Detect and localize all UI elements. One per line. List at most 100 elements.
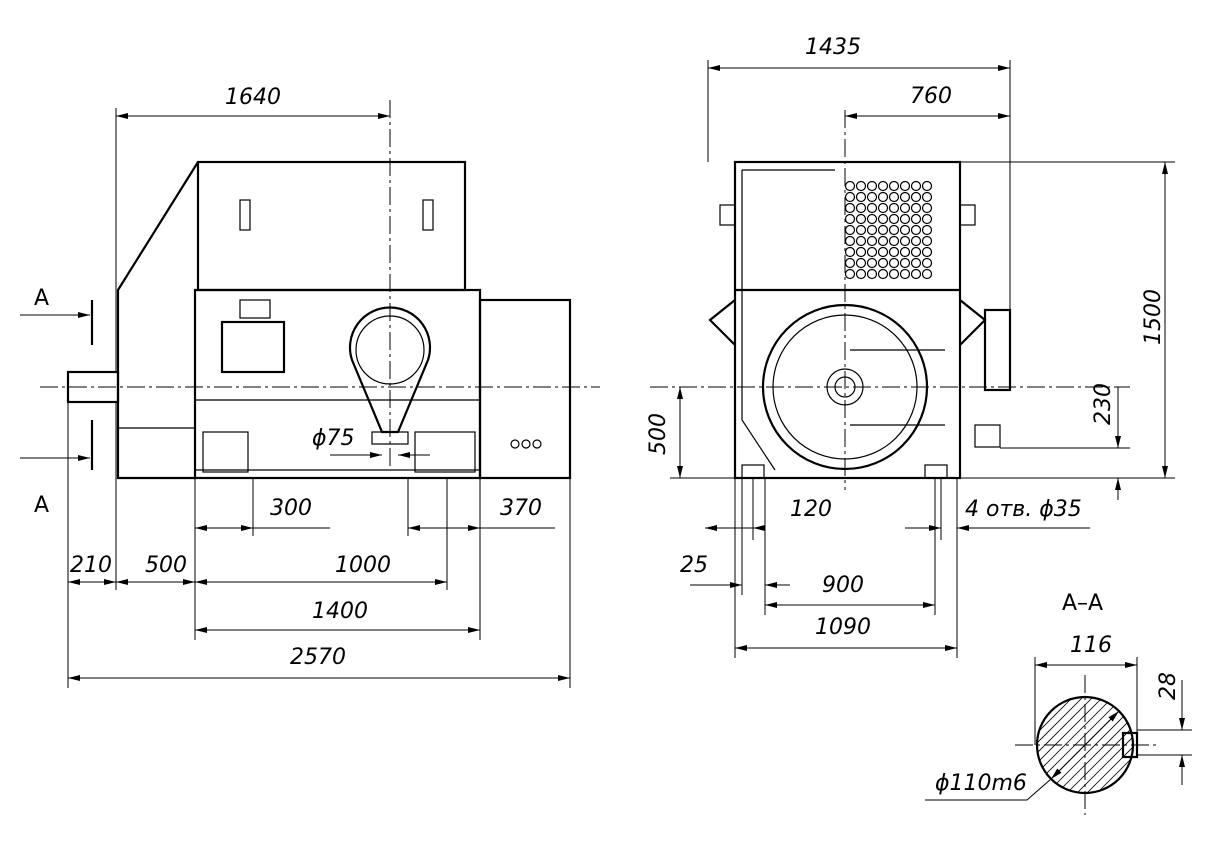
dim-210: 210 <box>70 553 112 578</box>
cooler-tube <box>855 213 867 225</box>
dim-500: 500 <box>145 553 187 578</box>
dim-370: 370 <box>500 496 542 521</box>
cooler-tube <box>866 246 878 258</box>
cooler-tube <box>844 246 856 258</box>
cooler-tube <box>899 268 911 280</box>
cooler-tube <box>888 213 900 225</box>
cooler-tube <box>877 235 889 247</box>
cooler-tube <box>855 268 867 280</box>
cooler-tube <box>888 246 900 258</box>
end-shield <box>116 161 199 480</box>
cooler-tube <box>844 180 856 192</box>
cooler-tube <box>910 235 922 247</box>
hatch-line <box>1114 697 1133 793</box>
cooler-tube <box>877 202 889 214</box>
cooler-tube <box>888 224 900 236</box>
cooler-tube <box>877 257 889 269</box>
lifting-eye <box>348 306 432 434</box>
cooler-tube <box>855 235 867 247</box>
cooler-tube <box>921 224 933 236</box>
front-view: 1435 760 1500 230 500 120 4 отв. ϕ35 25 … <box>646 35 1175 658</box>
cooler-tube <box>866 224 878 236</box>
cooler-tube <box>910 246 922 258</box>
cooler-tube <box>910 202 922 214</box>
cooler-tube <box>910 257 922 269</box>
cooler-tube <box>844 202 856 214</box>
shaft <box>66 370 120 404</box>
cooler-tube <box>866 191 878 203</box>
cooler-tube <box>888 268 900 280</box>
cooler-tube <box>910 224 922 236</box>
cooler-tube <box>844 191 856 203</box>
cooler-tube <box>866 257 878 269</box>
cooler-tube <box>921 235 933 247</box>
cooler-tube <box>910 180 922 192</box>
cooler-tube <box>855 180 867 192</box>
cooler-tube <box>899 224 911 236</box>
hatch-line <box>1037 697 1096 793</box>
cooler-tube <box>921 202 933 214</box>
cooler-tube <box>855 224 867 236</box>
dim-1435: 1435 <box>805 35 861 60</box>
cooler-tube <box>877 246 889 258</box>
cooler-tube <box>866 180 878 192</box>
fan-housing <box>196 160 467 292</box>
dim-230: 230 <box>1091 383 1116 425</box>
cooler-tube <box>888 202 900 214</box>
frame <box>733 160 962 480</box>
cooler-tube <box>866 235 878 247</box>
cooler-tube <box>855 191 867 203</box>
dim-28: 28 <box>1156 672 1181 700</box>
cooler-tube <box>866 268 878 280</box>
cooler-tube <box>844 235 856 247</box>
cooler-tube <box>877 180 889 192</box>
dim-1640: 1640 <box>225 85 281 110</box>
cooler-tube <box>855 246 867 258</box>
cooler-tube <box>877 213 889 225</box>
cooler-tube <box>899 202 911 214</box>
cooler-tube <box>844 224 856 236</box>
cooler-tube <box>921 246 933 258</box>
terminal-end <box>478 298 572 480</box>
dim-760: 760 <box>910 84 952 109</box>
cooler-tube <box>921 268 933 280</box>
dim-1090: 1090 <box>815 615 871 640</box>
cooler-tube <box>866 202 878 214</box>
dim-500-height: 500 <box>646 413 671 455</box>
dim-300: 300 <box>270 496 312 521</box>
hatch-line <box>1084 697 1133 793</box>
cooler-tube <box>877 191 889 203</box>
dim-120: 120 <box>790 497 832 522</box>
section-a-a: A–A 116 28 ϕ110m6 <box>925 591 1192 815</box>
cooler-tube <box>921 213 933 225</box>
cooler-tube <box>844 257 856 269</box>
cooler-tube <box>866 213 878 225</box>
dim-shaft-diameter: ϕ110m6 <box>935 771 1027 796</box>
cooler-tube <box>899 257 911 269</box>
cooler-tube <box>910 213 922 225</box>
cooler-tube <box>899 180 911 192</box>
dim-1000: 1000 <box>335 553 391 578</box>
cooler-tube <box>921 257 933 269</box>
hatch-line <box>1104 697 1133 793</box>
cooler-tube <box>844 213 856 225</box>
dim-25: 25 <box>680 553 708 578</box>
side-view: A A 1640 300 370 210 500 1000 1400 2570 … <box>20 85 600 688</box>
cooler-tube <box>855 202 867 214</box>
cooler-tube <box>910 268 922 280</box>
dim-1400: 1400 <box>312 599 368 624</box>
dim-holes: 4 отв. ϕ35 <box>965 497 1082 522</box>
cooler-tube <box>910 191 922 203</box>
dim-phi75: ϕ75 <box>312 426 355 451</box>
section-mark-bottom: A <box>34 493 49 518</box>
cooler-tube <box>888 235 900 247</box>
hatch-line <box>1037 697 1086 793</box>
cooler-tube <box>921 180 933 192</box>
cooler-tube <box>844 268 856 280</box>
cooler-tube <box>899 235 911 247</box>
dim-900: 900 <box>822 573 864 598</box>
dim-2570: 2570 <box>290 645 346 670</box>
cooler-tubes <box>844 180 933 280</box>
dim-1500: 1500 <box>1141 289 1166 345</box>
